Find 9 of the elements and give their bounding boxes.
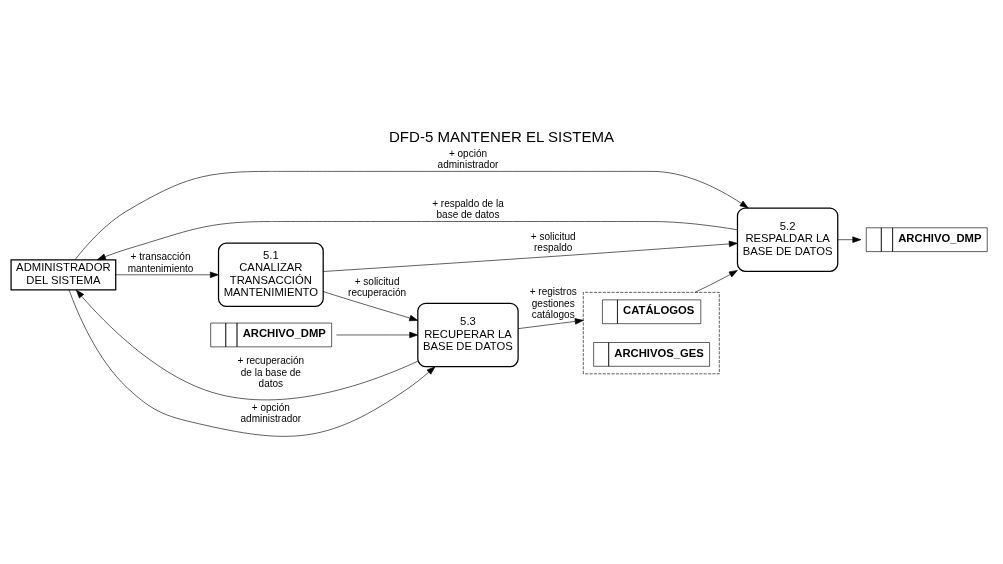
edge-label: + recuperación de la base de datos — [237, 355, 305, 389]
edge-label: + solicitud recuperación — [348, 275, 407, 298]
edge-label: + respaldo de la base de datos — [432, 197, 504, 221]
edge-label: + opción administrador — [437, 147, 499, 171]
edge-label: + opción administrador — [240, 401, 302, 424]
edge-label: + registros gestiones catálogos — [529, 286, 577, 320]
edge-label: + transacción mantenimiento — [127, 251, 194, 274]
diagram-title: DFD-5 MANTENER EL SISTEMA — [389, 128, 614, 146]
edge-label: + solicitud respaldo — [530, 231, 576, 254]
